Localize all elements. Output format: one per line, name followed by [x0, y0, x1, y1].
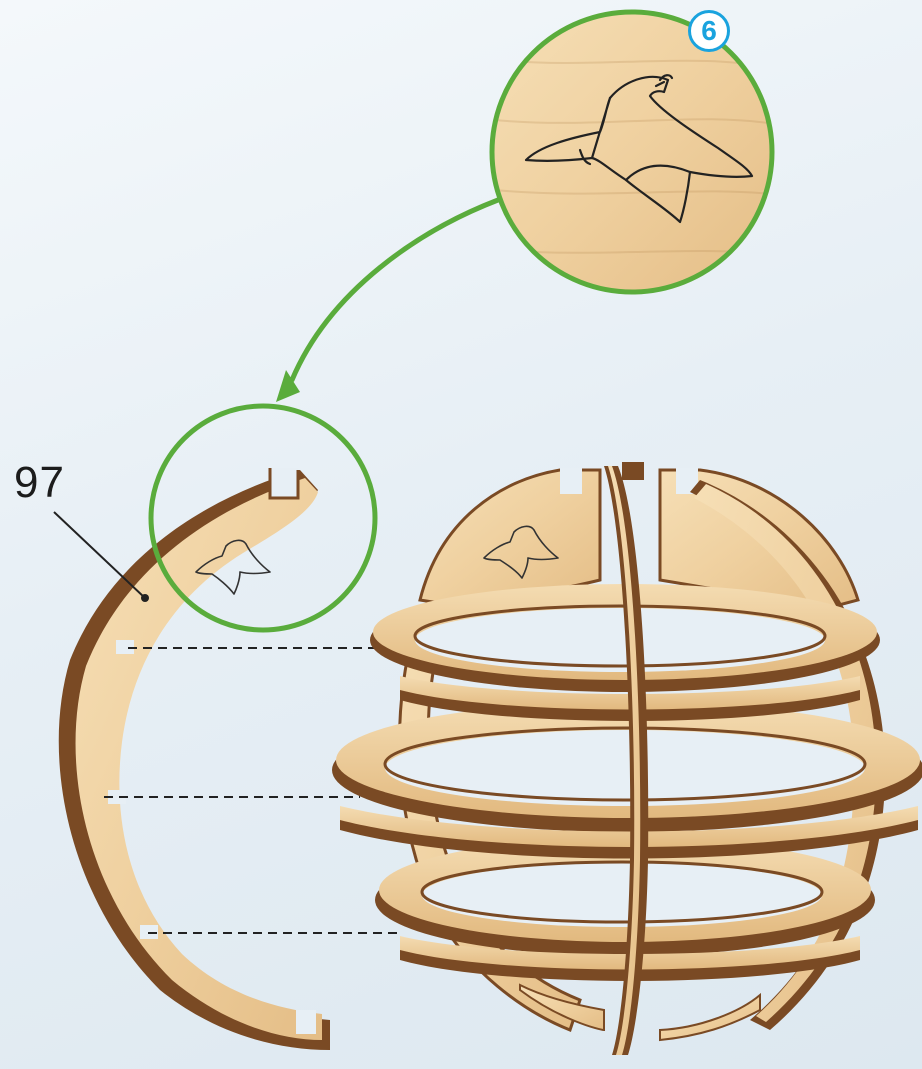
- zoom-callout: [492, 12, 780, 292]
- ring-middle: [332, 702, 922, 832]
- part-leader-line: [54, 512, 145, 598]
- part-number-label: 97: [14, 458, 65, 508]
- arrow-curved-icon: [276, 200, 498, 402]
- step-number-badge: 6: [688, 10, 730, 52]
- sphere-assembly: [332, 462, 922, 1055]
